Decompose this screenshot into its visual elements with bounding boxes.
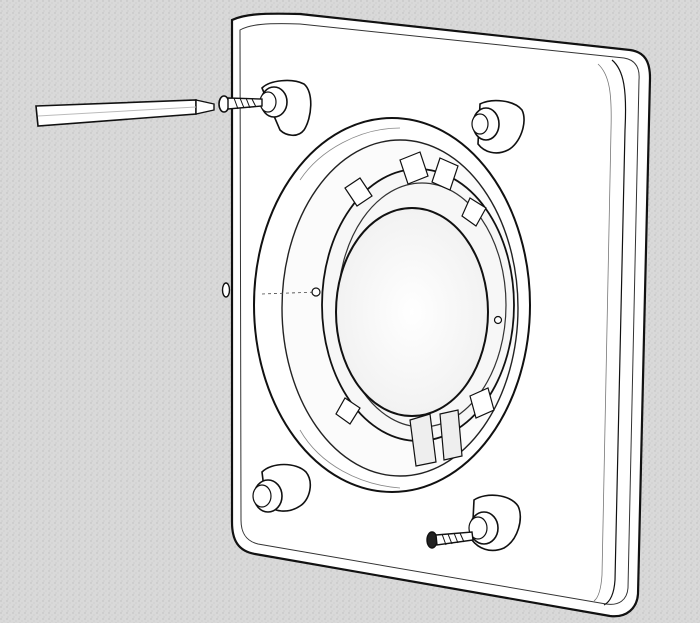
screw-bottom-right — [426, 531, 474, 549]
center-opening — [335, 207, 489, 417]
screwdriver — [35, 99, 215, 127]
mount-top-right — [471, 99, 525, 154]
mount-top-left — [259, 79, 312, 137]
plate-hole — [221, 282, 231, 298]
mount-bottom-right — [468, 494, 522, 552]
mount-bottom-left — [252, 463, 312, 513]
screw-top-left — [218, 95, 263, 113]
